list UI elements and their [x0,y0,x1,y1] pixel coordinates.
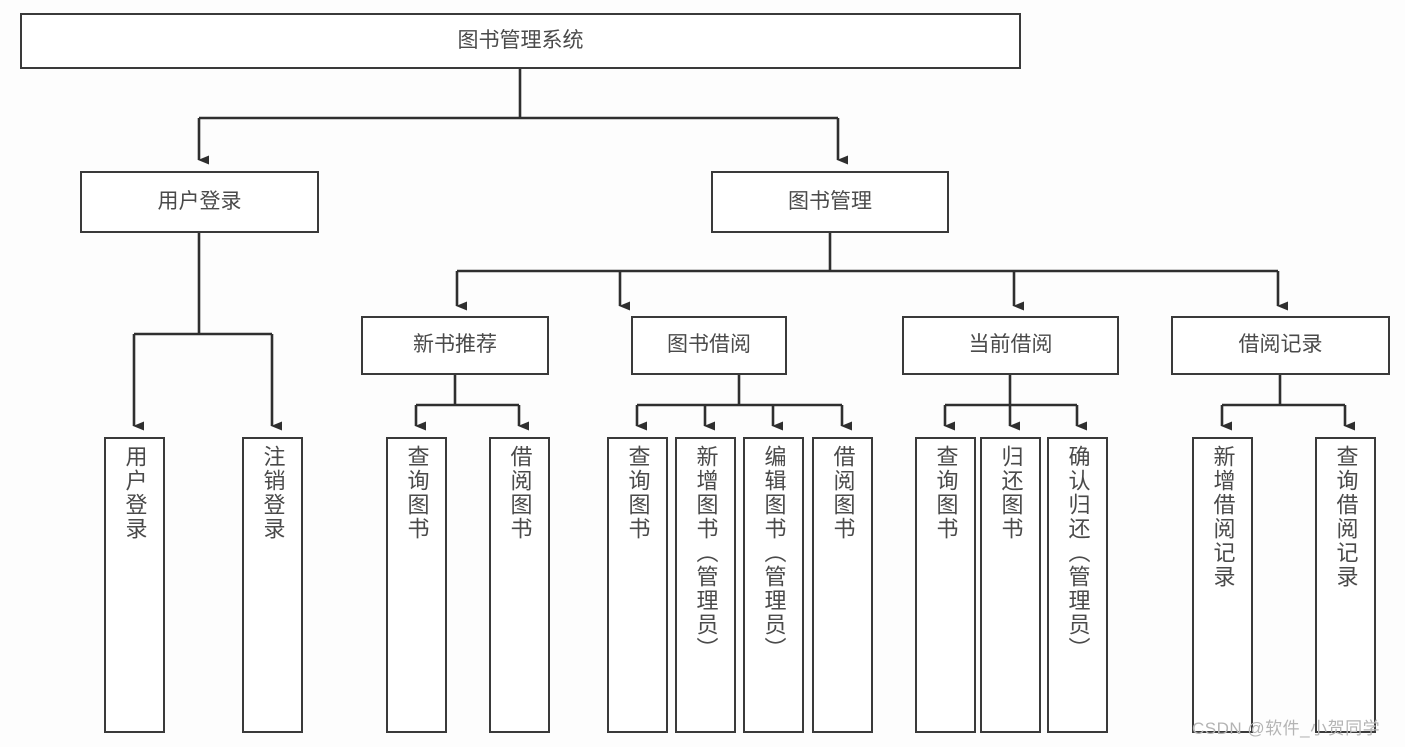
node-leaf-query-record[interactable]: 查询借阅记录 [1315,437,1376,733]
node-leaf-add-book[interactable]: 新增图书（管理员） [675,437,736,733]
node-leaf-user-login-label: 用户登录 [122,445,148,541]
node-leaf-query-book-3[interactable]: 查询图书 [915,437,976,733]
node-leaf-query-record-label: 查询借阅记录 [1333,445,1359,589]
node-user-login-label: 用户登录 [157,189,242,213]
node-new-book-recommend-label: 新书推荐 [413,333,497,357]
node-leaf-query-book-2-label: 查询图书 [625,445,651,541]
node-leaf-query-book-1-label: 查询图书 [404,445,430,541]
node-book-borrow-label: 图书借阅 [667,333,751,357]
node-leaf-edit-book-label: 编辑图书（管理员） [761,445,787,661]
node-leaf-logout-label: 注销登录 [260,445,286,541]
node-leaf-borrow-book-1-label: 借阅图书 [507,445,533,541]
node-leaf-borrow-book-1[interactable]: 借阅图书 [489,437,550,733]
node-book-manage-label: 图书管理 [788,189,872,213]
node-leaf-return-book-label: 归还图书 [998,445,1024,541]
node-leaf-confirm-return[interactable]: 确认归还（管理员） [1047,437,1108,733]
node-leaf-add-book-label: 新增图书（管理员） [693,445,719,661]
node-leaf-add-record[interactable]: 新增借阅记录 [1192,437,1253,733]
node-user-login[interactable]: 用户登录 [80,171,319,233]
node-leaf-logout[interactable]: 注销登录 [242,437,303,733]
node-new-book-recommend[interactable]: 新书推荐 [361,316,549,375]
node-current-borrow-label: 当前借阅 [968,333,1053,357]
node-borrow-record-label: 借阅记录 [1238,333,1323,357]
node-root-system[interactable]: 图书管理系统 [20,13,1021,69]
node-leaf-query-book-3-label: 查询图书 [933,445,959,541]
node-current-borrow[interactable]: 当前借阅 [902,316,1119,375]
node-book-borrow[interactable]: 图书借阅 [631,316,787,375]
node-leaf-edit-book[interactable]: 编辑图书（管理员） [743,437,804,733]
node-leaf-add-record-label: 新增借阅记录 [1210,445,1236,589]
csdn-watermark: CSDN @软件_小贺同学 [1192,719,1381,738]
node-leaf-borrow-book-2-label: 借阅图书 [830,445,856,541]
node-book-manage[interactable]: 图书管理 [711,171,949,233]
node-leaf-query-book-1[interactable]: 查询图书 [386,437,447,733]
node-leaf-confirm-return-label: 确认归还（管理员） [1065,445,1091,661]
node-leaf-borrow-book-2[interactable]: 借阅图书 [812,437,873,733]
node-root-system-label: 图书管理系统 [457,28,584,52]
node-leaf-query-book-2[interactable]: 查询图书 [607,437,668,733]
node-leaf-return-book[interactable]: 归还图书 [980,437,1041,733]
node-borrow-record[interactable]: 借阅记录 [1171,316,1390,375]
node-leaf-user-login[interactable]: 用户登录 [104,437,165,733]
